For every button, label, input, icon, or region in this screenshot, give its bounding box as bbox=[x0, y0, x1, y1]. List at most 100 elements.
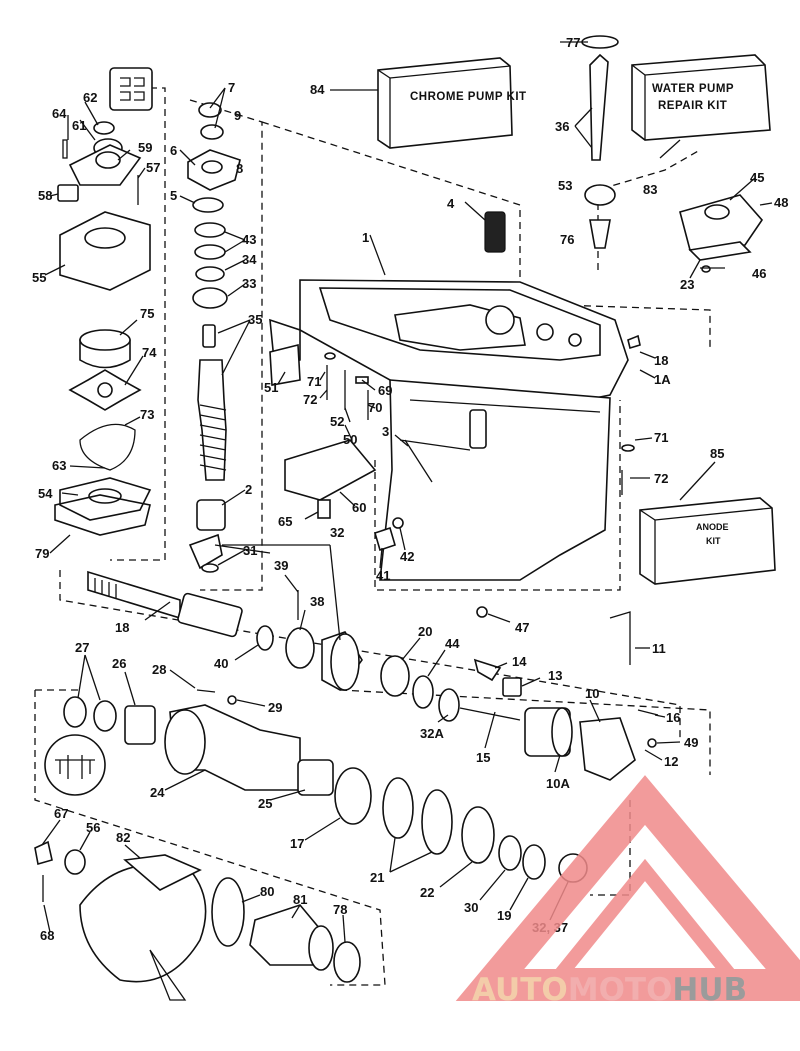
label-26: 26 bbox=[112, 656, 126, 671]
label-64: 64 bbox=[52, 106, 67, 121]
gearcase-housing bbox=[269, 279, 629, 581]
impeller-assembly bbox=[54, 329, 152, 536]
label-4: 4 bbox=[447, 196, 455, 211]
label-9: 9 bbox=[234, 108, 241, 123]
label-82: 82 bbox=[116, 830, 130, 845]
label-76: 76 bbox=[560, 232, 574, 247]
label-46: 46 bbox=[752, 266, 766, 281]
label-34: 34 bbox=[242, 252, 257, 267]
water-pump-right-parts bbox=[581, 35, 764, 273]
label-6: 6 bbox=[170, 143, 177, 158]
label-67: 67 bbox=[54, 806, 68, 821]
label-73: 73 bbox=[140, 407, 154, 422]
bearing-housing-row bbox=[44, 689, 588, 883]
label-45: 45 bbox=[750, 170, 764, 185]
label-13: 13 bbox=[548, 668, 562, 683]
label-75: 75 bbox=[140, 306, 154, 321]
driveshaft-column bbox=[187, 102, 241, 573]
label-31: 31 bbox=[243, 543, 257, 558]
label-43: 43 bbox=[242, 232, 256, 247]
anode-kit-label-1: ANODE bbox=[696, 522, 729, 532]
label-79: 79 bbox=[35, 546, 49, 561]
label-84: 84 bbox=[310, 82, 325, 97]
label-74: 74 bbox=[142, 345, 157, 360]
label-69: 69 bbox=[378, 383, 392, 398]
label-18a: 18 bbox=[654, 353, 668, 368]
label-62: 62 bbox=[83, 90, 97, 105]
label-57: 57 bbox=[146, 160, 160, 175]
label-8: 8 bbox=[236, 161, 243, 176]
label-39: 39 bbox=[274, 558, 288, 573]
label-81: 81 bbox=[293, 892, 307, 907]
label-65: 65 bbox=[278, 514, 292, 529]
label-14: 14 bbox=[512, 654, 527, 669]
label-32A: 32A bbox=[420, 726, 444, 741]
label-18b: 18 bbox=[115, 620, 129, 635]
label-23: 23 bbox=[680, 277, 694, 292]
anode-kit-label-2: KIT bbox=[706, 536, 721, 546]
label-15: 15 bbox=[476, 750, 490, 765]
watermark-triangle bbox=[455, 775, 800, 1001]
label-17: 17 bbox=[290, 836, 304, 851]
label-40: 40 bbox=[214, 656, 228, 671]
label-19: 19 bbox=[497, 908, 511, 923]
propshaft-row bbox=[87, 570, 659, 781]
label-33: 33 bbox=[242, 276, 256, 291]
label-80: 80 bbox=[260, 884, 274, 899]
label-21: 21 bbox=[370, 870, 384, 885]
label-27: 27 bbox=[75, 640, 89, 655]
label-71a: 71 bbox=[307, 374, 321, 389]
watermark-hub: HUB bbox=[672, 972, 747, 1008]
label-11: 11 bbox=[652, 641, 666, 656]
label-16: 16 bbox=[666, 710, 680, 725]
label-7: 7 bbox=[228, 80, 235, 95]
label-35: 35 bbox=[248, 312, 262, 327]
label-50: 50 bbox=[343, 432, 357, 447]
label-55: 55 bbox=[32, 270, 46, 285]
label-24: 24 bbox=[150, 785, 165, 800]
propeller-row bbox=[34, 840, 361, 1001]
label-1: 1 bbox=[362, 230, 369, 245]
label-77: 77 bbox=[566, 35, 580, 50]
label-47: 47 bbox=[515, 620, 529, 635]
label-29: 29 bbox=[268, 700, 282, 715]
leader-lines bbox=[41, 41, 773, 943]
label-71b: 71 bbox=[654, 430, 668, 445]
label-12: 12 bbox=[664, 754, 678, 769]
watermark-moto: MOTO bbox=[568, 972, 673, 1008]
water-pump-kit-label-2: REPAIR KIT bbox=[658, 100, 727, 112]
label-61: 61 bbox=[72, 118, 86, 133]
label-42: 42 bbox=[400, 549, 414, 564]
label-22: 22 bbox=[420, 885, 434, 900]
watermark-triangle-inner bbox=[545, 858, 745, 982]
label-10: 10 bbox=[585, 686, 599, 701]
label-51: 51 bbox=[264, 380, 278, 395]
label-10A: 10A bbox=[546, 776, 570, 791]
label-3: 3 bbox=[382, 424, 389, 439]
anode-kit-box: ANODE KIT bbox=[639, 497, 776, 585]
label-28: 28 bbox=[152, 662, 166, 677]
label-49: 49 bbox=[684, 735, 698, 750]
chrome-pump-kit-label-1: CHROME PUMP KIT bbox=[410, 91, 527, 103]
water-pump-repair-kit-box: WATER PUMP REPAIR KIT bbox=[631, 54, 771, 141]
label-58: 58 bbox=[38, 188, 52, 203]
label-60: 60 bbox=[352, 500, 366, 515]
label-70: 70 bbox=[368, 400, 382, 415]
watermark-auto: AUTO bbox=[472, 972, 568, 1008]
label-83: 83 bbox=[643, 182, 657, 197]
label-44: 44 bbox=[445, 636, 460, 651]
automotohub-watermark: AUTOMOTOHUB bbox=[455, 775, 800, 1008]
label-56: 56 bbox=[86, 820, 100, 835]
label-59: 59 bbox=[138, 140, 152, 155]
label-52: 52 bbox=[330, 414, 344, 429]
chrome-pump-kit-box: CHROME PUMP KIT bbox=[377, 57, 527, 149]
label-36: 36 bbox=[555, 119, 569, 134]
label-30: 30 bbox=[464, 900, 478, 915]
label-63: 63 bbox=[52, 458, 66, 473]
dashed-group-lines bbox=[34, 87, 711, 986]
label-53: 53 bbox=[558, 178, 572, 193]
label-2: 2 bbox=[245, 482, 252, 497]
label-5: 5 bbox=[170, 188, 177, 203]
label-20: 20 bbox=[418, 624, 432, 639]
